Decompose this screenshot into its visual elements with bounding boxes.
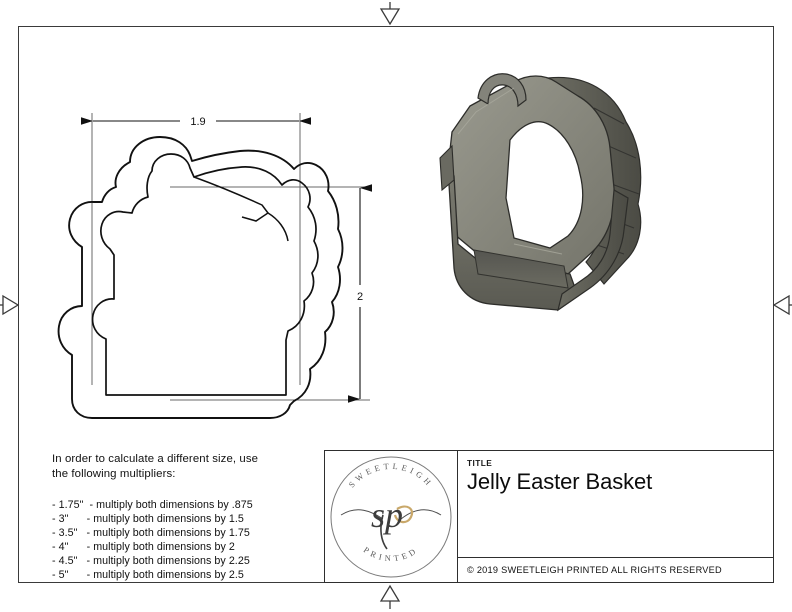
logo-monogram: sp — [371, 495, 403, 535]
notes-intro-line-1: In order to calculate a different size, … — [52, 453, 259, 465]
multiplier-item: - 3.5" - multiply both dimensions by 1.7… — [52, 527, 250, 539]
title-field-value: Jelly Easter Basket — [467, 469, 653, 494]
title-block: SWEETLEIGH PRINTED sp TITLE Jelly Easter… — [324, 450, 774, 583]
multiplier-item: - 3" - multiply both dimensions by 1.5 — [52, 512, 244, 525]
dimension-value-height: 2 — [357, 291, 363, 303]
center-mark-bottom — [379, 584, 401, 609]
center-mark-top — [379, 2, 401, 26]
logo-gold-accent — [393, 504, 414, 523]
part-inner-profile — [91, 153, 319, 396]
part-profile-detail — [193, 176, 289, 242]
title-field: TITLE Jelly Easter Basket — [458, 451, 773, 557]
title-block-content: TITLE Jelly Easter Basket © 2019 SWEETLE… — [458, 451, 773, 582]
center-mark-right — [772, 294, 792, 316]
render-handle-loop — [477, 73, 527, 108]
render-bottom-right-wall — [557, 189, 629, 312]
dimension-vertical: 2 — [347, 184, 373, 403]
render-cutout-opening — [505, 121, 584, 249]
title-field-label: TITLE — [467, 458, 493, 468]
copyright-notice: © 2019 SWEETLEIGH PRINTED ALL RIGHTS RES… — [458, 557, 773, 582]
svg-text:PRINTED: PRINTED — [362, 545, 420, 563]
notes-block: In order to calculate a different size, … — [52, 452, 322, 582]
render-highlights — [457, 87, 563, 255]
multiplier-item: - 1.75" - multiply both dimensions by .8… — [52, 498, 253, 511]
multiplier-item: - 4" - multiply both dimensions by 2 — [52, 541, 235, 554]
notes-intro-line-2: the following multipliers: — [52, 468, 176, 481]
extension-lines — [91, 113, 370, 401]
multiplier-item: - 4.5" - multiply both dimensions by 2.2… — [52, 555, 250, 568]
dimension-value-width: 1.9 — [190, 116, 205, 128]
sweetleigh-seal-icon: SWEETLEIGH PRINTED sp — [330, 456, 452, 577]
part-outer-profile — [57, 136, 344, 419]
render-left-notch — [439, 144, 455, 192]
part-3d-render — [439, 73, 642, 312]
multiplier-list: - 1.75" - multiply both dimensions by .8… — [52, 498, 322, 583]
dimension-horizontal: 1.9 — [80, 116, 312, 128]
logo-bottom-arc-text: PRINTED — [362, 545, 417, 563]
center-mark-left — [0, 294, 20, 316]
multiplier-item: - 5" - multiply both dimensions by 2.5 — [52, 569, 244, 582]
part-outline-view: 1.9 2 — [57, 113, 373, 419]
brand-logo: SWEETLEIGH PRINTED sp — [325, 451, 458, 582]
render-inner-floor — [473, 249, 569, 289]
